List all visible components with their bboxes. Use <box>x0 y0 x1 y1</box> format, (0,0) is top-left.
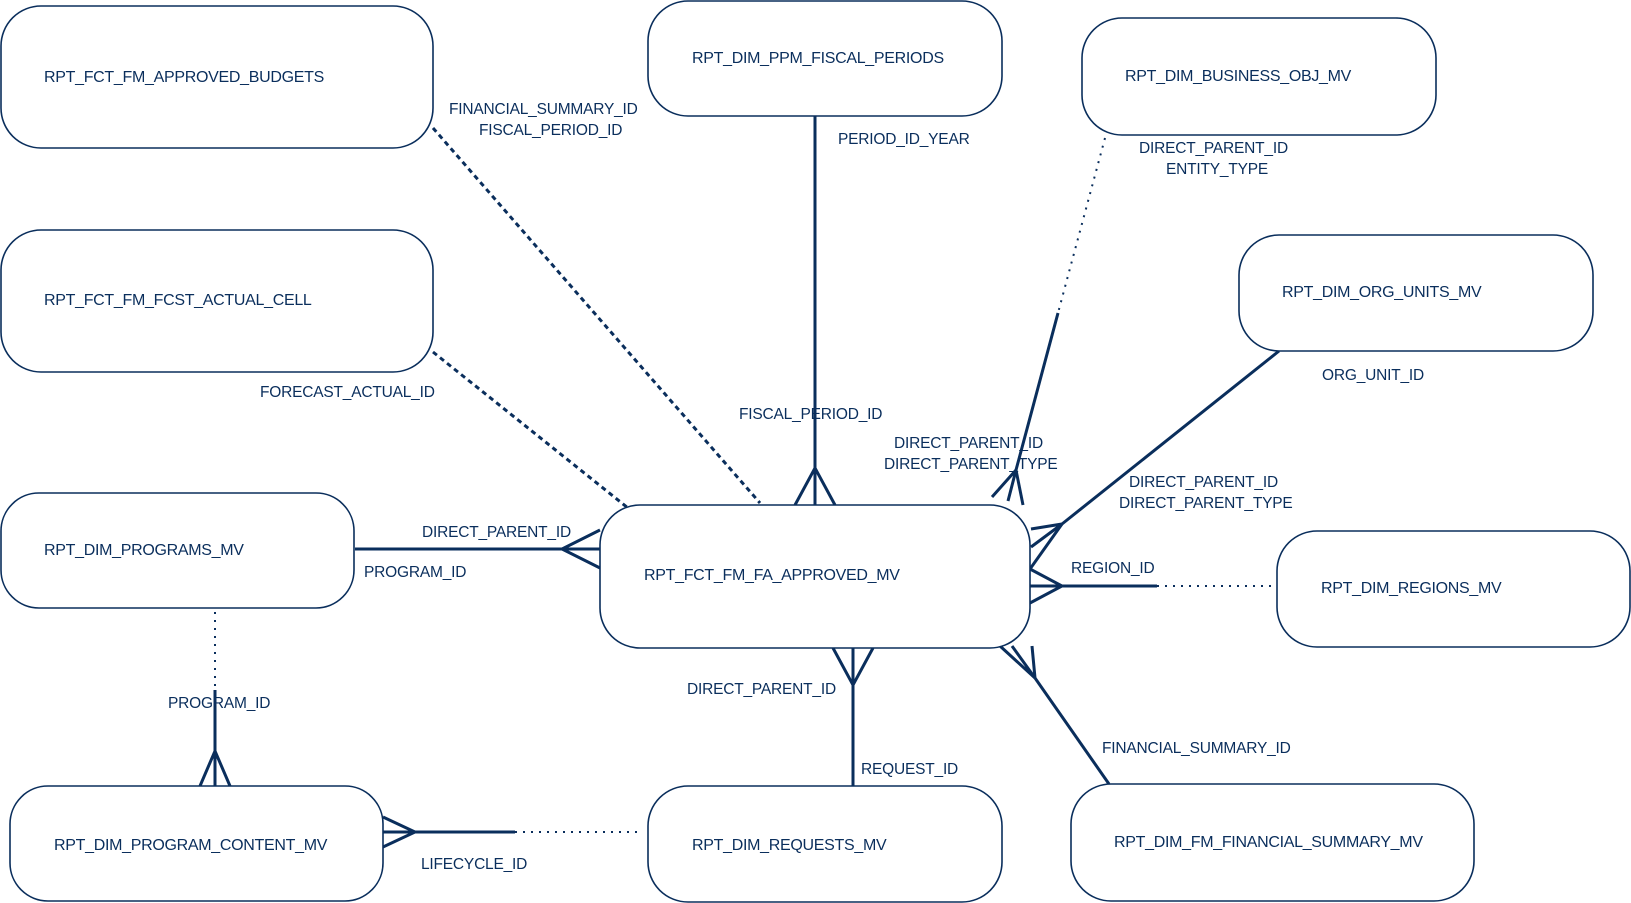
rel-label-fiscal-period-id-2: FISCAL_PERIOD_ID <box>739 406 882 423</box>
entity-regions[interactable]: RPT_DIM_REGIONS_MV <box>1276 530 1631 648</box>
crow-foot-financial-summary-a <box>998 644 1037 680</box>
entity-financial-summary[interactable]: RPT_DIM_FM_FINANCIAL_SUMMARY_MV <box>1070 783 1475 902</box>
crow-foot-financial-summary-b <box>1030 645 1037 679</box>
entity-name: RPT_DIM_PROGRAMS_MV <box>44 542 244 559</box>
rel-label-entity-type: ENTITY_TYPE <box>1166 161 1268 178</box>
entity-name: RPT_DIM_REGIONS_MV <box>1321 580 1502 597</box>
rel-business-obj-line <box>1014 312 1060 471</box>
rel-label-org-unit-id: ORG_UNIT_ID <box>1322 367 1424 384</box>
rel-financial-summary-line <box>1033 677 1111 785</box>
rel-label-direct-parent-id-2: DIRECT_PARENT_ID <box>894 435 1043 452</box>
rel-label-direct-parent-type-1: DIRECT_PARENT_TYPE <box>884 456 1058 473</box>
entity-name: RPT_DIM_ORG_UNITS_MV <box>1282 284 1482 301</box>
entity-name: RPT_FCT_FM_FCST_ACTUAL_CELL <box>44 292 312 309</box>
rel-approved-budgets-line <box>431 127 762 504</box>
rel-label-direct-parent-id-4: DIRECT_PARENT_ID <box>422 524 571 541</box>
entity-requests[interactable]: RPT_DIM_REQUESTS_MV <box>647 785 1003 903</box>
rel-label-program-id-2: PROGRAM_ID <box>168 695 270 712</box>
rel-label-direct-parent-type-2: DIRECT_PARENT_TYPE <box>1119 495 1293 512</box>
crow-foot-fiscal-periods <box>793 464 837 506</box>
entity-approved-budgets[interactable]: RPT_FCT_FM_APPROVED_BUDGETS <box>0 5 434 149</box>
entity-fa-approved[interactable]: RPT_FCT_FM_FA_APPROVED_MV <box>599 504 1031 649</box>
rel-label-fiscal-period-id: FISCAL_PERIOD_ID <box>479 122 622 139</box>
entity-name: RPT_DIM_PPM_FISCAL_PERIODS <box>692 50 944 67</box>
entity-business-obj[interactable]: RPT_DIM_BUSINESS_OBJ_MV <box>1081 17 1437 136</box>
crow-foot-programs <box>558 528 601 570</box>
entity-name: RPT_DIM_PROGRAM_CONTENT_MV <box>54 837 328 854</box>
entity-org-units[interactable]: RPT_DIM_ORG_UNITS_MV <box>1238 234 1594 352</box>
rel-label-program-id-1: PROGRAM_ID <box>364 564 466 581</box>
rel-org-units-line <box>1061 349 1280 526</box>
rel-label-direct-parent-id-1: DIRECT_PARENT_ID <box>1139 140 1288 157</box>
crow-foot-business-obj-b <box>1014 469 1025 506</box>
crow-foot-regions <box>1029 567 1066 605</box>
rel-label-direct-parent-id-5: DIRECT_PARENT_ID <box>687 681 836 698</box>
entity-name: RPT_DIM_BUSINESS_OBJ_MV <box>1125 68 1352 85</box>
rel-fcst-actual-line <box>432 350 629 510</box>
crow-foot-org-units-b <box>1028 523 1064 570</box>
entity-program-content[interactable]: RPT_DIM_PROGRAM_CONTENT_MV <box>9 785 384 902</box>
rel-business-obj-dotted <box>1057 137 1106 314</box>
rel-label-request-id: REQUEST_ID <box>861 761 958 778</box>
rel-label-lifecycle-id: LIFECYCLE_ID <box>421 856 527 873</box>
rel-label-financial-summary-id: FINANCIAL_SUMMARY_ID <box>449 101 638 118</box>
entity-name: RPT_FCT_FM_FA_APPROVED_MV <box>644 567 900 584</box>
entity-name: RPT_DIM_FM_FINANCIAL_SUMMARY_MV <box>1114 834 1423 851</box>
rel-label-financial-summary-id-2: FINANCIAL_SUMMARY_ID <box>1102 740 1291 757</box>
rel-label-region-id: REGION_ID <box>1071 560 1154 577</box>
crow-foot-business-obj-a <box>990 469 1018 502</box>
entity-programs[interactable]: RPT_DIM_PROGRAMS_MV <box>0 492 355 609</box>
entity-name: RPT_DIM_REQUESTS_MV <box>692 837 887 854</box>
entity-fcst-actual-cell[interactable]: RPT_FCT_FM_FCST_ACTUAL_CELL <box>0 229 434 373</box>
rel-label-direct-parent-id-3: DIRECT_PARENT_ID <box>1129 474 1278 491</box>
crow-foot-requests <box>831 647 875 689</box>
entity-fiscal-periods[interactable]: RPT_DIM_PPM_FISCAL_PERIODS <box>647 0 1003 117</box>
crow-foot-program-content <box>198 747 232 787</box>
rel-label-period-id-year: PERIOD_ID_YEAR <box>838 131 970 148</box>
entity-name: RPT_FCT_FM_APPROVED_BUDGETS <box>44 69 324 86</box>
crow-foot-lifecycle <box>382 815 419 849</box>
rel-label-forecast-actual-id: FORECAST_ACTUAL_ID <box>260 384 435 401</box>
